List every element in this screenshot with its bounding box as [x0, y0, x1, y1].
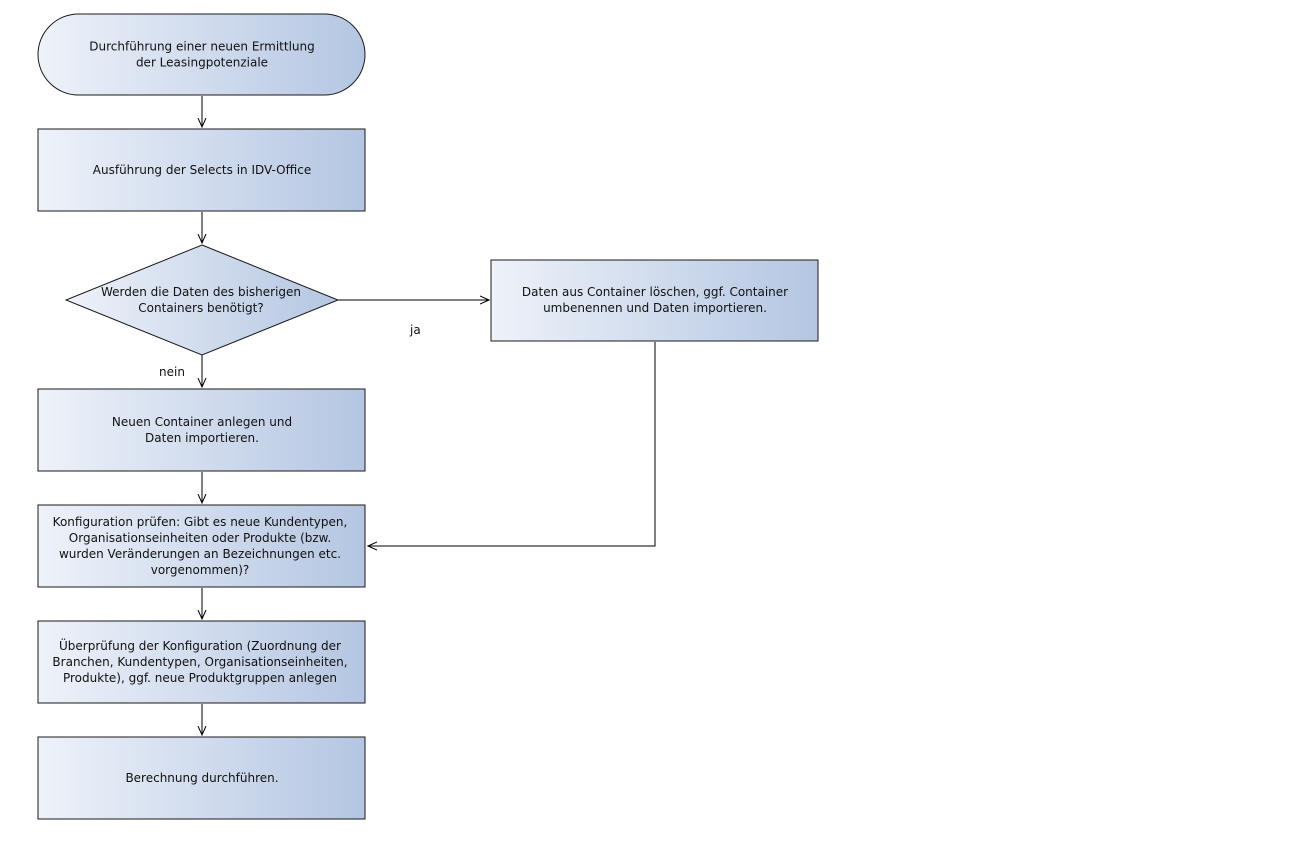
calculate-line: Berechnung durchführen. [125, 771, 278, 785]
start-line: der Leasingpotenziale [136, 56, 268, 70]
review-config-line: Branchen, Kundentypen, Organisationseinh… [52, 655, 347, 669]
node-review-config-text: Überprüfung der Konfiguration (Zuordnung… [52, 637, 347, 685]
check-config-line: wurden Veränderungen an Bezeichnungen et… [59, 547, 341, 561]
check-config-line: vorgenommen)? [151, 563, 250, 577]
check-config-line: Konfiguration prüfen: Gibt es neue Kunde… [53, 515, 348, 529]
node-start-text: Durchführung einer neuen Ermittlung der L… [89, 40, 314, 70]
node-calculate-text: Berechnung durchführen. [125, 771, 278, 785]
new-container-line: Neuen Container anlegen und [112, 415, 292, 429]
edge-delete-container-to-check-config [368, 342, 656, 546]
node-selects: Ausführung der Selects in IDV-Office [37, 128, 366, 212]
edge-label-yes: ja [409, 323, 421, 337]
selects-line: Ausführung der Selects in IDV-Office [93, 163, 311, 177]
new-container-line: Daten importieren. [145, 431, 259, 445]
node-delete-container-text: Daten aus Container löschen, ggf. Contai… [522, 285, 788, 315]
node-check-config: Konfiguration prüfen: Gibt es neue Kunde… [37, 504, 366, 588]
delete-container-line: umbenennen und Daten importieren. [543, 301, 767, 315]
node-review-config: Überprüfung der Konfiguration (Zuordnung… [37, 620, 366, 704]
check-config-line: Organisationseinheiten oder Produkte (bz… [69, 531, 331, 545]
edge-label-no: nein [159, 365, 185, 379]
edges [202, 96, 656, 735]
node-delete-container: Daten aus Container löschen, ggf. Contai… [490, 259, 819, 342]
node-check-config-text: Konfiguration prüfen: Gibt es neue Kunde… [53, 515, 348, 577]
node-start: Durchführung einer neuen Ermittlung der L… [37, 13, 366, 96]
node-selects-text: Ausführung der Selects in IDV-Office [93, 163, 311, 177]
decision-line: Containers benötigt? [138, 301, 263, 315]
review-config-line: Überprüfung der Konfiguration (Zuordnung… [59, 637, 341, 653]
delete-container-line: Daten aus Container löschen, ggf. Contai… [522, 285, 788, 299]
decision-line: Werden die Daten des bisherigen [101, 285, 301, 299]
node-calculate: Berechnung durchführen. [37, 736, 366, 820]
start-line: Durchführung einer neuen Ermittlung [89, 40, 314, 54]
review-config-line: Produkte), ggf. neue Produktgruppen anle… [63, 671, 337, 685]
